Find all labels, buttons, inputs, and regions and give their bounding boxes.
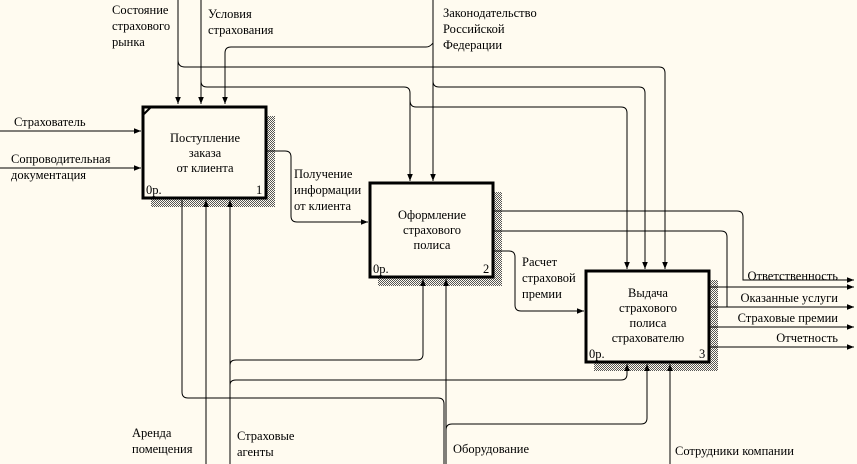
- flow-label-premium-2: страховой: [522, 271, 576, 285]
- mechanism-label-rent-1: Аренда: [132, 426, 172, 440]
- flow-label-info-2: информации: [294, 183, 362, 197]
- control-arrow-conditions-to-a2: [200, 80, 413, 181]
- flow-label-info-3: от клиента: [294, 199, 352, 213]
- box-3-shadow-bottom: [594, 362, 718, 371]
- activity-box-2[interactable]: Оформление страхового полиса 0р. 2: [368, 181, 495, 279]
- flow-labels: Получение информации от клиента Расчет с…: [294, 167, 576, 301]
- flow-a2-to-a3: [493, 250, 584, 314]
- mechanism-arrow-equipment-to-a1: [181, 200, 445, 464]
- control-label-conditions-1: Условия: [208, 7, 252, 21]
- box-1-cost: 0р.: [146, 183, 162, 197]
- box-1-title-line-3: от клиента: [176, 161, 234, 175]
- output-arrow-liability-from-a2: [493, 210, 854, 283]
- output-label-premiums: Страховые премии: [738, 311, 839, 325]
- box-2-cost: 0р.: [373, 262, 389, 276]
- control-label-conditions-2: страхования: [208, 23, 274, 37]
- box-3-number: 3: [699, 347, 705, 361]
- control-label-market-2: страхового: [112, 19, 170, 33]
- box-3-title-line-1: Выдача: [628, 286, 668, 300]
- box-2-shadow-bottom: [378, 277, 502, 286]
- box-2-title-line-1: Оформление: [398, 208, 467, 222]
- internal-flows: [266, 150, 584, 314]
- control-labels: Состояние страхового рынка Условия страх…: [112, 3, 537, 52]
- box-1-shadow-right: [266, 116, 275, 207]
- flow-label-premium-1: Расчет: [522, 255, 558, 269]
- mechanism-labels: Аренда помещения Страховые агенты Оборуд…: [132, 426, 794, 459]
- output-labels: Ответственность Оказанные услуги Страхов…: [738, 269, 839, 345]
- mechanism-label-staff: Сотрудники компании: [675, 444, 794, 458]
- control-arrows: [175, 0, 668, 269]
- box-3-shadow-right: [709, 280, 718, 371]
- input-labels: Страхователь Сопроводительная документац…: [11, 115, 111, 182]
- output-label-reporting: Отчетность: [776, 331, 838, 345]
- flow-a1-to-a2: [266, 150, 368, 225]
- output-arrow-services-from-a2: [493, 230, 854, 310]
- box-1-number: 1: [256, 183, 262, 197]
- input-arrows: [0, 128, 141, 171]
- control-arrow-law-to-a3-b: [409, 99, 630, 269]
- control-label-law-1: Законодательство: [443, 6, 537, 20]
- mechanism-arrow-agents-to-a2: [229, 279, 426, 366]
- box-2-title-line-3: полиса: [414, 238, 451, 252]
- box-1-title-line-1: Поступление: [170, 131, 241, 145]
- output-label-services: Оказанные услуги: [741, 291, 839, 305]
- box-3-title-line-3: полиса: [630, 316, 667, 330]
- mechanism-arrow-equipment-to-a3: [445, 364, 650, 431]
- box-1-shadow-bottom: [151, 198, 275, 207]
- control-arrow-law-to-a1: [222, 42, 434, 104]
- box-3-cost: 0р.: [589, 347, 605, 361]
- box-1-corner-mark: [143, 106, 152, 115]
- control-label-law-2: Российской: [443, 22, 505, 36]
- input-label-insured: Страхователь: [14, 115, 86, 129]
- box-shadows: [151, 116, 718, 371]
- box-1-title-line-2: заказа: [189, 146, 222, 160]
- control-arrow-market-to-a3: [177, 59, 668, 269]
- control-label-law-3: Федерации: [443, 38, 502, 52]
- mechanism-arrows: [181, 200, 673, 464]
- control-arrow-law-to-a3: [432, 80, 648, 269]
- box-2-shadow-right: [493, 192, 502, 286]
- box-2-title-line-2: страхового: [403, 223, 461, 237]
- mechanism-label-agents-1: Страховые: [237, 429, 295, 443]
- control-label-market-3: рынка: [112, 35, 145, 49]
- input-label-documents-1: Сопроводительная: [11, 152, 111, 166]
- activity-box-3[interactable]: Выдача страхового полиса страхователю 0р…: [584, 269, 711, 364]
- output-arrows: [493, 210, 854, 350]
- control-label-market-1: Состояние: [112, 3, 169, 17]
- mechanism-arrow-agents-to-a3: [229, 364, 630, 386]
- activity-box-1[interactable]: Поступление заказа от клиента 0р. 1: [141, 105, 268, 200]
- flow-label-info-1: Получение: [294, 167, 353, 181]
- box-3-title-line-2: страхового: [619, 301, 677, 315]
- output-label-liability: Ответственность: [747, 269, 838, 283]
- box-3-title-line-4: страхователю: [612, 331, 685, 345]
- mechanism-label-equipment: Оборудование: [453, 442, 529, 456]
- flow-label-premium-3: премии: [522, 287, 562, 301]
- mechanism-label-rent-2: помещения: [132, 442, 193, 456]
- input-label-documents-2: документация: [11, 168, 86, 182]
- mechanism-label-agents-2: агенты: [237, 445, 274, 459]
- box-2-number: 2: [483, 262, 489, 276]
